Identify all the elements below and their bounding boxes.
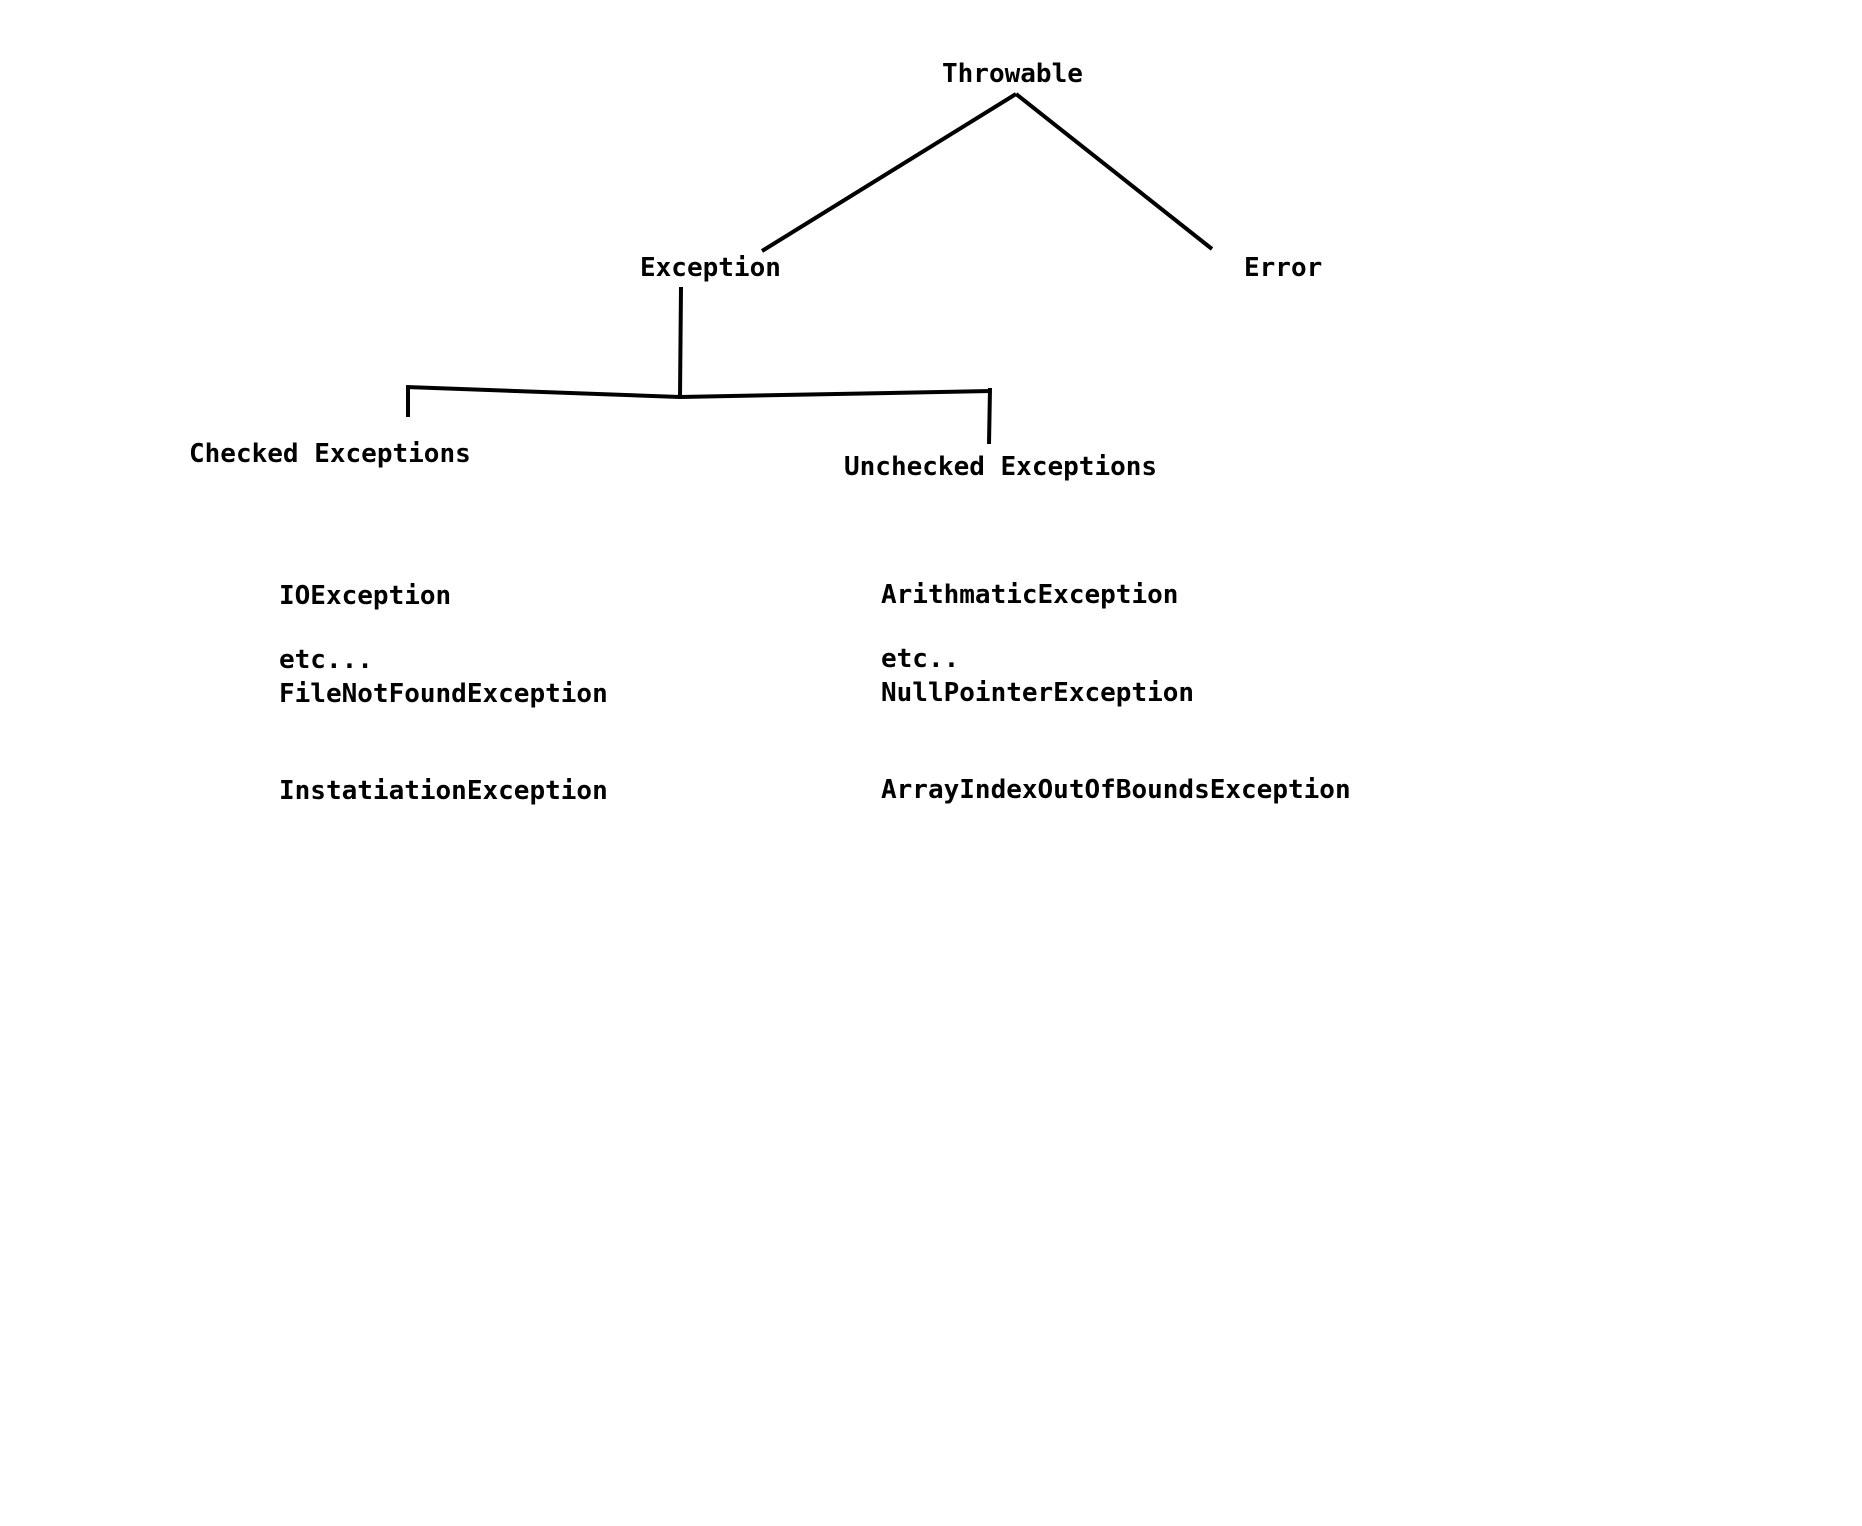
edge-throwable-error xyxy=(1014,92,1214,251)
edge-throwable-exception xyxy=(760,92,1018,253)
node-checked-exceptions: Checked Exceptions xyxy=(189,439,471,469)
edge-unchecked-drop xyxy=(987,387,992,445)
list-item: NullPointerException xyxy=(881,677,1195,708)
checked-etc: etc... xyxy=(279,645,373,675)
list-item: ArithmaticException xyxy=(881,580,1179,610)
edge-exception-trunk xyxy=(678,286,683,398)
node-unchecked-exceptions: Unchecked Exceptions xyxy=(844,452,1158,482)
edge-exception-branch-bar xyxy=(405,385,992,400)
list-item: FileNotFoundException xyxy=(279,678,608,709)
node-throwable: Throwable xyxy=(942,59,1083,89)
checked-exceptions-list: IOException FileNotFoundException Instat… xyxy=(279,515,608,873)
unchecked-etc: etc.. xyxy=(881,644,960,674)
list-item: ArrayIndexOutOfBoundsException xyxy=(881,775,1351,805)
node-error: Error xyxy=(1244,253,1323,283)
node-exception: Exception xyxy=(640,253,781,283)
unchecked-exceptions-list: ArithmaticException NullPointerException… xyxy=(881,514,1351,872)
list-item: InstatiationException xyxy=(279,776,608,806)
list-item: IOException xyxy=(279,581,452,611)
